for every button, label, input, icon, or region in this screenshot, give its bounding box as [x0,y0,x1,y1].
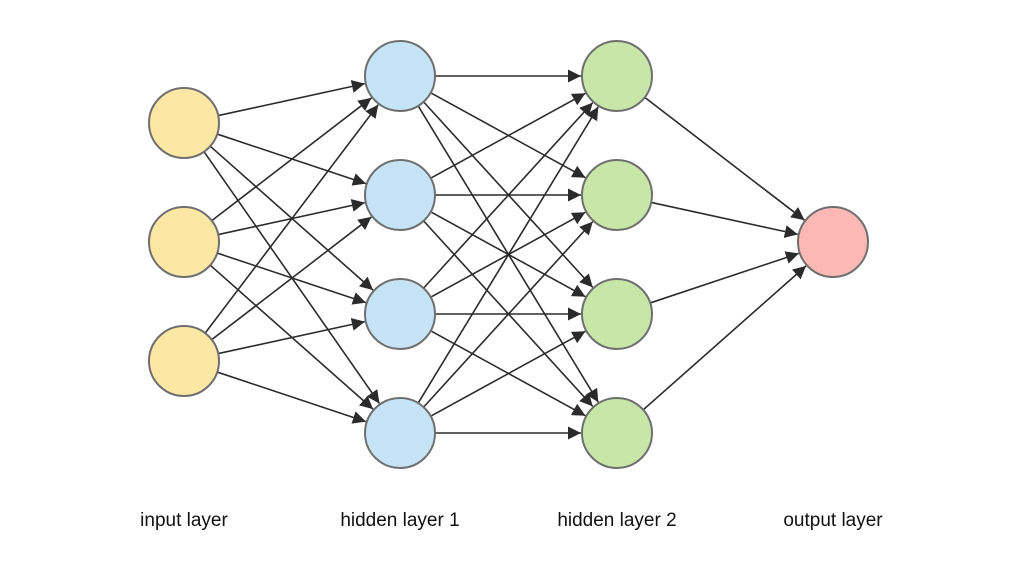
input-node-3 [148,325,220,397]
input-node-2 [148,206,220,278]
edge-input-2-to-hidden1-1 [211,97,372,222]
edge-input-1-to-hidden1-1 [218,80,365,117]
connections [203,69,807,440]
hidden2-node-1 [581,40,653,112]
hidden1-node-4 [364,397,436,469]
edge-hidden1-4-to-hidden2-3 [430,330,586,417]
edge-input-3-to-hidden1-4 [216,371,367,424]
edge-hidden1-2-to-hidden2-1 [430,92,586,179]
hidden-layer-1-label: hidden layer 1 [340,510,460,531]
output-node-1 [797,206,869,278]
edge-hidden1-4-to-hidden2-1 [417,106,599,404]
input-node-1 [148,87,220,159]
edge-input-3-to-hidden1-3 [218,318,365,355]
hidden1-node-2 [364,159,436,231]
hidden1-node-1 [364,40,436,112]
edge-hidden2-1-to-output-1 [644,96,805,221]
edge-hidden2-4-to-output-1 [642,265,807,411]
hidden2-node-4 [581,397,653,469]
edge-input-3-to-hidden1-1 [204,104,379,334]
edge-input-3-to-hidden1-2 [211,216,372,341]
hidden1-node-3 [364,278,436,350]
neurons [148,40,869,469]
hidden2-node-2 [581,159,653,231]
edge-hidden2-3-to-output-1 [649,251,800,304]
output-layer-label: output layer [783,510,883,531]
edge-hidden2-2-to-output-1 [651,201,798,238]
hidden-layer-2-label: hidden layer 2 [557,510,677,531]
hidden2-node-3 [581,278,653,350]
input-layer-label: input layer [140,510,228,531]
edge-hidden1-4-to-hidden2-2 [422,221,594,408]
edge-hidden1-3-to-hidden2-1 [422,102,594,289]
